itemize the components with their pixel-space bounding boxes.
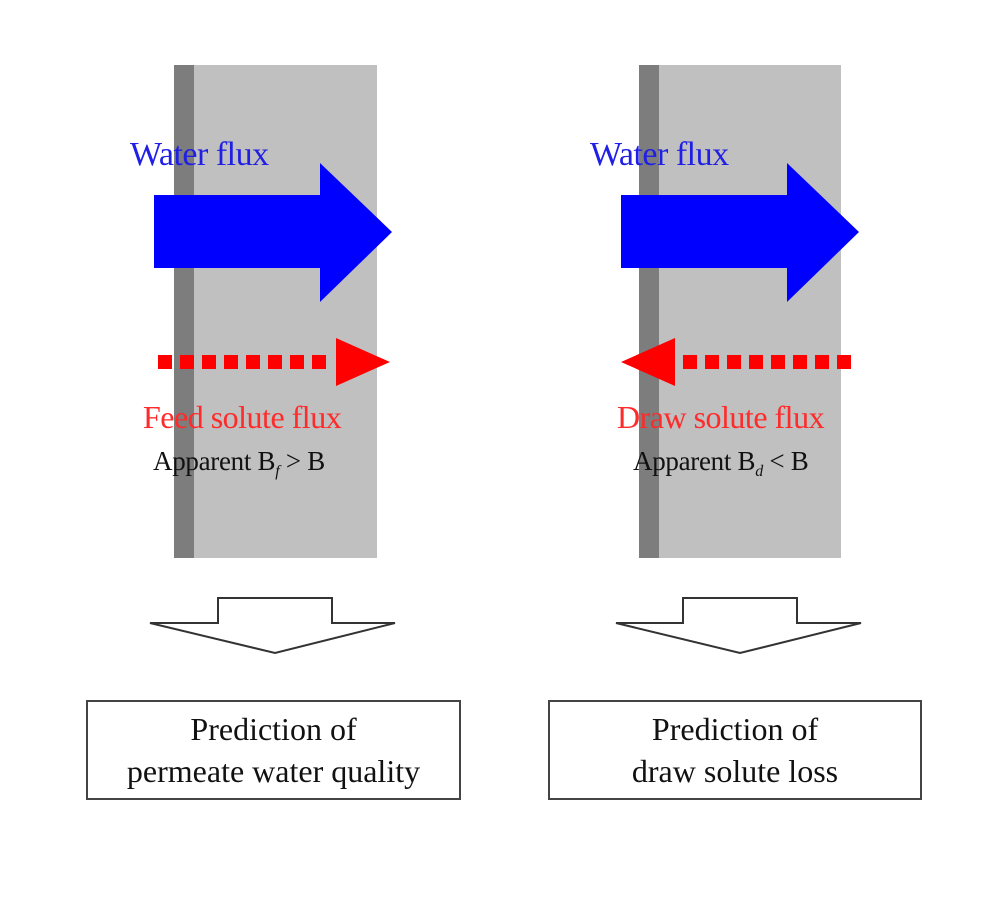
draw-solute-flux-label: Draw solute flux bbox=[617, 399, 825, 435]
permeate-quality-box: Prediction of permeate water quality bbox=[86, 700, 461, 800]
down-hollow-arrow bbox=[615, 597, 862, 655]
param-subscript: f bbox=[275, 463, 280, 480]
param-suffix: > B bbox=[279, 446, 325, 476]
result-line-2: draw solute loss bbox=[631, 753, 839, 789]
water-flux-label: Water flux bbox=[130, 136, 269, 173]
feed-solute-flux-arrow bbox=[158, 338, 390, 386]
water-flux-arrow bbox=[154, 163, 392, 302]
arrows-layer bbox=[615, 163, 862, 655]
apparent-bf-label: Apparent Bf > B bbox=[153, 446, 325, 481]
result-line-1: Prediction of bbox=[190, 711, 357, 747]
result-line-2: permeate water quality bbox=[126, 753, 421, 789]
param-prefix: Apparent B bbox=[153, 446, 276, 476]
membrane-support-layer bbox=[194, 65, 377, 558]
water-flux-arrow bbox=[621, 163, 859, 302]
down-hollow-arrow bbox=[149, 597, 396, 655]
result-line-1: Prediction of bbox=[651, 711, 819, 747]
apparent-bd-label: Apparent Bd < B bbox=[633, 446, 809, 481]
param-subscript: d bbox=[755, 463, 763, 480]
feed-solute-panel: Water flux Feed solute flux Apparent Bf … bbox=[86, 65, 461, 800]
water-flux-label: Water flux bbox=[590, 136, 729, 173]
feed-solute-flux-label: Feed solute flux bbox=[143, 399, 342, 435]
draw-solute-loss-box: Prediction of draw solute loss bbox=[548, 700, 922, 800]
draw-solute-panel: Water flux Draw solute flux Apparent Bd … bbox=[501, 0, 1002, 900]
membrane-active-layer bbox=[639, 65, 659, 558]
membrane-support-layer bbox=[659, 65, 841, 558]
membrane-active-layer bbox=[174, 65, 194, 558]
arrows-layer bbox=[149, 163, 396, 655]
param-suffix: < B bbox=[762, 446, 809, 476]
draw-solute-flux-arrow bbox=[621, 338, 851, 386]
param-prefix: Apparent B bbox=[633, 446, 756, 476]
